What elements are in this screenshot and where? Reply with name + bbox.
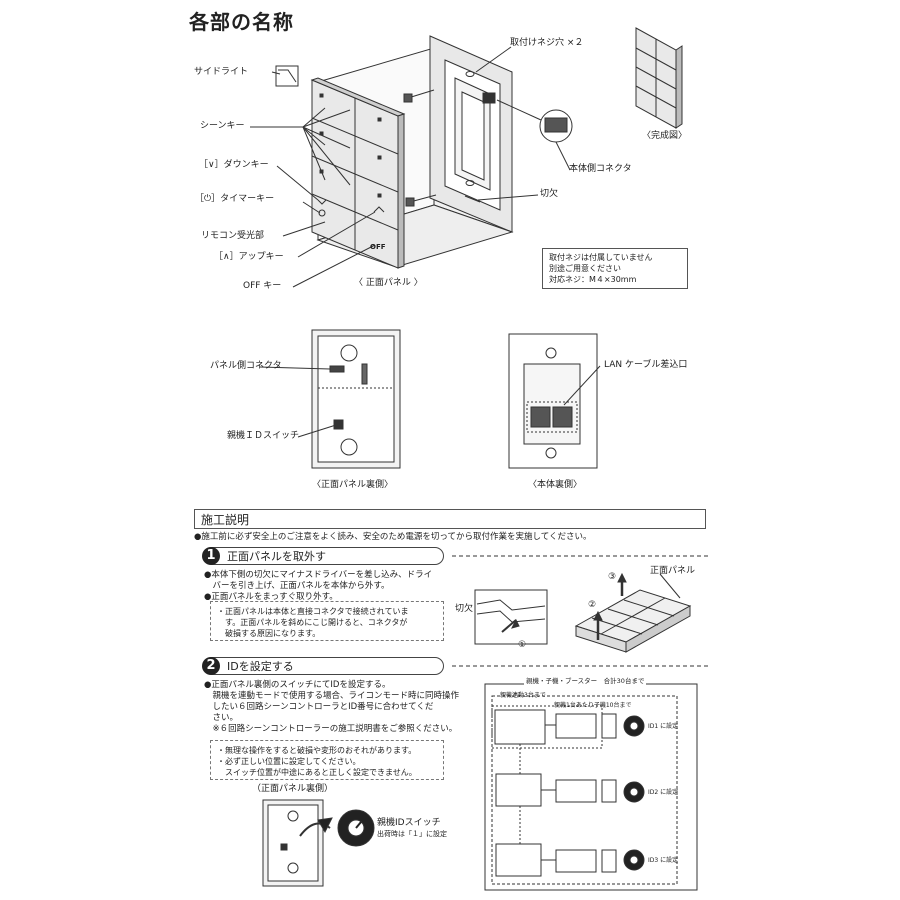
step2-instructions: ●正面パネル裏側のスイッチにてIDを設定する。 親機を連動モードで使用する場合、… <box>204 680 459 735</box>
step1-title: 正面パネルを取外す <box>204 547 444 565</box>
label-notch: 切欠 <box>540 189 559 199</box>
step2-note-line: ・無理な操作をすると破損や変形のおそれがあります。 <box>217 746 417 755</box>
step1-number: 1 <box>202 547 220 565</box>
page-title: 各部の名称 <box>189 10 294 34</box>
label-body-connector: 本体側コネクタ <box>569 164 632 174</box>
step1-note-line: す。正面パネルを斜めにこじ開けると、コネクタが <box>217 618 408 627</box>
label-side-light: サイドライト <box>194 67 249 77</box>
step1-fig-num-1: ① <box>518 640 527 650</box>
label-screw-hole: 取付けネジ穴 ×２ <box>510 38 584 48</box>
step1-fig-notch-label: 切欠 <box>455 604 474 614</box>
panel-back-drawing <box>259 329 401 469</box>
step1-note-line: ・正面パネルは本体と直接コネクタで接続されていま <box>217 607 409 616</box>
system-sub-slave: 親機1台あたり子機10台まで <box>554 702 632 709</box>
system-header: 親機・子機・ブースター 合計30台まで <box>524 676 647 687</box>
step2-line: ※６回路シーンコントローラーの施工説明書をご参照ください。 <box>204 724 458 734</box>
label-lan-port: LAN ケーブル差込口 <box>604 360 688 370</box>
step2-back-label: （正面パネル裏側） <box>252 784 334 794</box>
step1-note-line: 破損する原因になります。 <box>217 629 321 638</box>
screw-drawing <box>403 89 437 207</box>
step1-note: ・正面パネルは本体と直接コネクタで接続されていま す。正面パネルを斜めにこじ開け… <box>210 601 444 641</box>
off-print: OFF <box>370 243 386 251</box>
caption-complete: 〈完成図〉 <box>642 131 688 141</box>
step2-line: さい。 <box>204 713 239 723</box>
step1-line: ●本体下側の切欠にマイナスドライバーを差し込み、ドライ <box>204 570 433 580</box>
step1-title-text: 正面パネルを取外す <box>227 550 326 563</box>
step1-instructions: ●本体下側の切欠にマイナスドライバーを差し込み、ドライ バーを引き上げ、正面パネ… <box>204 570 432 603</box>
step2-line: 親機を連動モードで使用する場合、ライコンモード時に同時操作 <box>204 691 460 701</box>
step1-fig-num-2: ② <box>588 600 597 610</box>
step1-notch-figure <box>474 589 548 645</box>
section-heading-install: 施工説明 <box>194 509 706 529</box>
step2-note-line: スイッチ位置が中途にあると正しく設定できません。 <box>217 768 417 777</box>
label-off-key: OFF キー <box>243 281 282 291</box>
body-back-drawing <box>508 333 601 469</box>
step1-panel-figure <box>574 572 692 653</box>
label-scene-key: シーンキー <box>200 121 245 131</box>
screw-note-line: 対応ネジ：M４×30mm <box>549 275 637 284</box>
completed-view-drawing <box>635 27 683 129</box>
label-down-key: ［∨］ダウンキー <box>199 160 269 170</box>
step2-note-line: ・必ず正しい位置に設定してください。 <box>217 757 361 766</box>
caption-front-panel-back: 〈正面パネル裏側〉 <box>312 480 394 490</box>
step2-title: IDを設定する <box>204 657 444 675</box>
step1-fig-num-3: ③ <box>608 572 617 582</box>
step2-note: ・無理な操作をすると破損や変形のおそれがあります。 ・必ず正しい位置に設定してく… <box>210 740 444 780</box>
step1-line: バーを引き上げ、正面パネルを本体から外す。 <box>204 581 390 591</box>
screw-note-line: 取付ネジは付属していません <box>549 253 653 262</box>
label-remote-receiver: リモコン受光部 <box>201 231 265 241</box>
label-panel-connector: パネル側コネクタ <box>210 361 282 371</box>
caption-front-panel: 〈 正面パネル 〉 <box>354 278 423 288</box>
system-id3: ID3 に設定 <box>648 857 679 864</box>
caution-text: ●施工前に必ず安全上のご注意をよく読み、安全のため電源を切ってから取付作業を実施… <box>194 532 592 542</box>
caption-body-back: 〈本体裏側〉 <box>528 480 583 490</box>
step1-fig-panel-label: 正面パネル <box>650 566 696 576</box>
system-id1: ID1 に設定 <box>648 723 679 730</box>
front-panel-drawing <box>310 77 406 269</box>
label-timer-key: ［⏻］タイマーキー <box>195 194 275 204</box>
label-master-id-switch: 親機ＩＤスイッチ <box>227 431 300 441</box>
step2-line: ●正面パネル裏側のスイッチにてIDを設定する。 <box>204 680 391 690</box>
step2-title-text: IDを設定する <box>227 660 294 673</box>
step2-line: したい６回路シーンコントローラとID番号に合わせてくだ <box>204 702 434 712</box>
system-id2: ID2 に設定 <box>648 789 679 796</box>
step2-number: 2 <box>202 657 220 675</box>
step2-switch-label: 親機IDスイッチ <box>377 818 441 828</box>
system-diagram <box>484 683 698 891</box>
screw-note-box: 取付ネジは付属していません 別途ご用意ください 対応ネジ：M４×30mm <box>542 248 688 289</box>
label-up-key: ［∧］アップキー <box>214 252 284 262</box>
screw-note-line: 別途ご用意ください <box>549 264 621 273</box>
step2-switch-sub: 出荷時は「１」に設定 <box>377 830 447 838</box>
system-sub-master: 親機連動3台まで <box>500 692 546 699</box>
step2-panel-back-figure <box>262 799 375 887</box>
step1-line: ●正面パネルをまっすぐ取り外す。 <box>204 592 338 602</box>
